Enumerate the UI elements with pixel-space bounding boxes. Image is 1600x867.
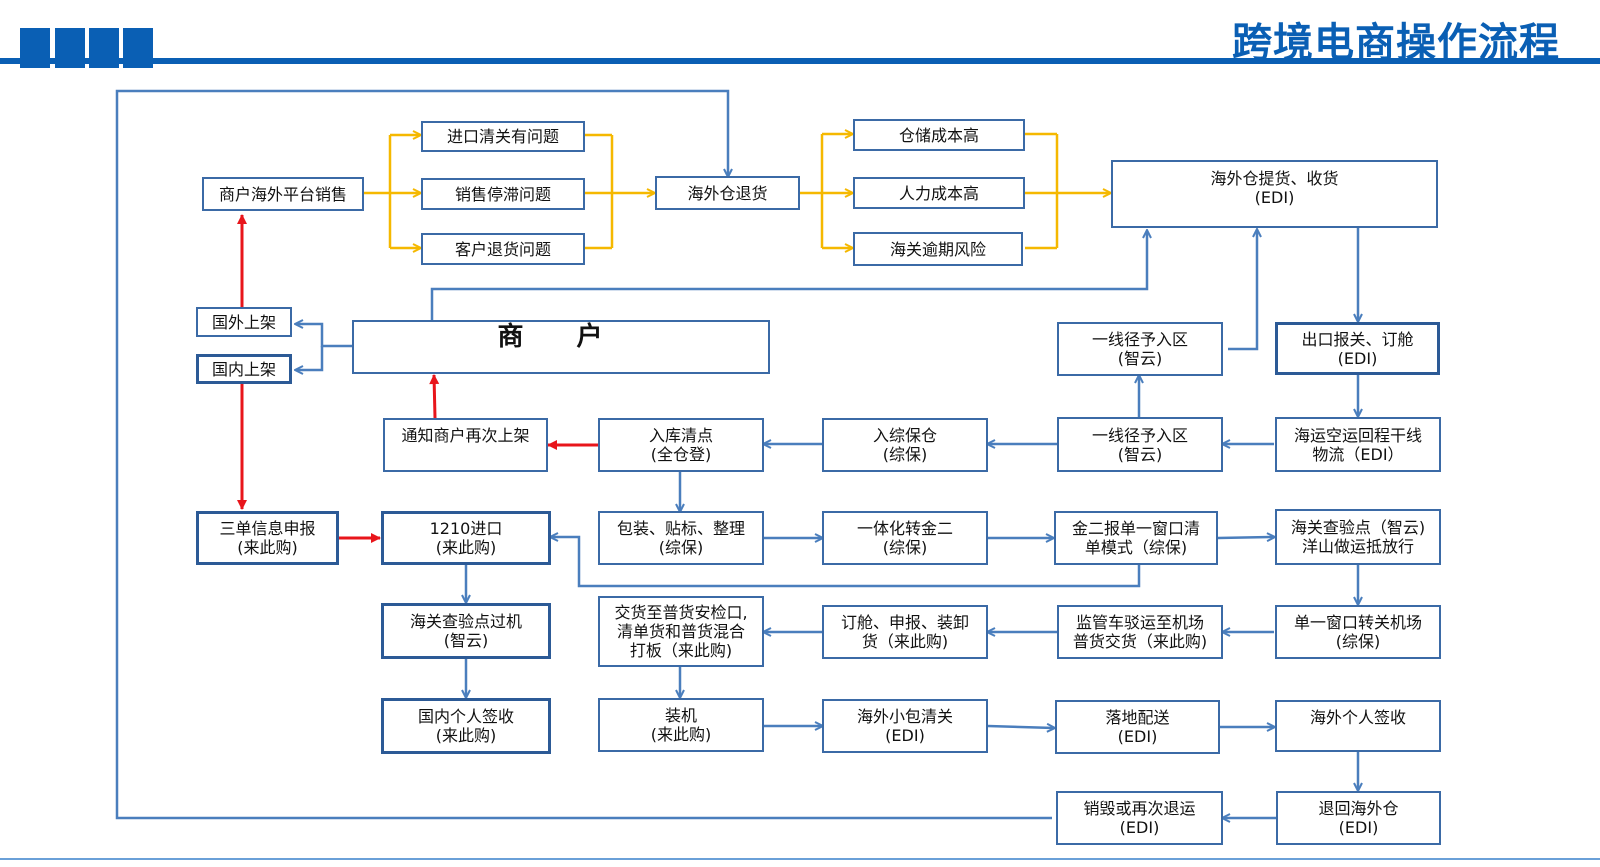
line1-upper-box: 一线径予入区 (智云)	[1057, 322, 1223, 376]
overseas-sign-box: 海外个人签收	[1275, 700, 1441, 752]
import-issue-box: 进口清关有问题	[421, 121, 585, 152]
general-cargo-box: 交货至普货安检口, 清单货和普货混合 打板（来此购)	[598, 596, 764, 667]
header-block	[55, 28, 85, 68]
loading-box: 装机 (来此购)	[598, 698, 764, 752]
header-block	[89, 28, 119, 68]
customs-machine-box: 海关查验点过机 (智云)	[381, 603, 551, 659]
inbound-check-box: 入库清点 (全仓登)	[598, 418, 764, 472]
bonded-in-box: 入综保仓 (综保)	[822, 418, 988, 472]
footer-rule	[0, 858, 1600, 860]
booking-box: 订舱、申报、装卸 货（来此购)	[822, 605, 988, 659]
storage-cost-box: 仓储成本高	[853, 119, 1025, 151]
pickup-box: 海外仓提货、收货 (EDI)	[1111, 160, 1438, 228]
sales-stagnation-box: 销售停滞问题	[421, 178, 585, 210]
delivery-box: 落地配送 (EDI)	[1055, 700, 1220, 754]
yellow-connectors	[364, 134, 1110, 248]
line1-lower-box: 一线径予入区 (智云)	[1057, 417, 1223, 472]
destroy-box: 销毁或再次退运 (EDI)	[1056, 791, 1223, 845]
labor-cost-box: 人力成本高	[853, 177, 1025, 209]
three-docs-box: 三单信息申报 (来此购)	[196, 511, 339, 565]
header-block	[123, 28, 153, 68]
single-window-box: 单一窗口转关机场 (综保)	[1275, 605, 1441, 659]
blue-connectors	[115, 89, 1358, 818]
packing-box: 包装、贴标、整理 (综保)	[598, 511, 764, 565]
return-warehouse-box: 退回海外仓 (EDI)	[1276, 791, 1441, 845]
integrated-box: 一体化转金二 (综保)	[822, 511, 988, 565]
sea-air-box: 海运空运回程干线 物流（EDI）	[1275, 417, 1441, 472]
notify-box: 通知商户再次上架	[383, 418, 548, 472]
overseas-return-box: 海外仓退货	[655, 176, 800, 210]
customs-overdue-box: 海关逾期风险	[853, 232, 1023, 266]
export-decl-box: 出口报关、订舱 (EDI)	[1275, 322, 1440, 375]
domestic-shelf-box: 国内上架	[196, 354, 292, 384]
customer-return-box: 客户退货问题	[421, 233, 585, 265]
domestic-sign-box: 国内个人签收 (来此购)	[381, 698, 551, 754]
page-title: 跨境电商操作流程	[1232, 20, 1560, 66]
small-parcel-box: 海外小包清关 (EDI)	[822, 699, 988, 753]
import-1210-box: 1210进口 (来此购)	[381, 511, 551, 565]
red-connectors	[237, 214, 598, 543]
overseas-shelf-box: 国外上架	[196, 307, 292, 337]
jin2-box: 金二报单一窗口清 单模式（综保)	[1054, 511, 1218, 565]
merchant-sales-box: 商户海外平台销售	[202, 177, 364, 211]
header-block	[20, 28, 50, 68]
merchant-box: 商 户	[352, 320, 770, 374]
header-rule	[0, 58, 1600, 64]
customs-point-box: 海关查验点（智云) 洋山做运抵放行	[1275, 509, 1441, 565]
supervise-box: 监管车驳运至机场 普货交货（来此购)	[1057, 605, 1223, 659]
